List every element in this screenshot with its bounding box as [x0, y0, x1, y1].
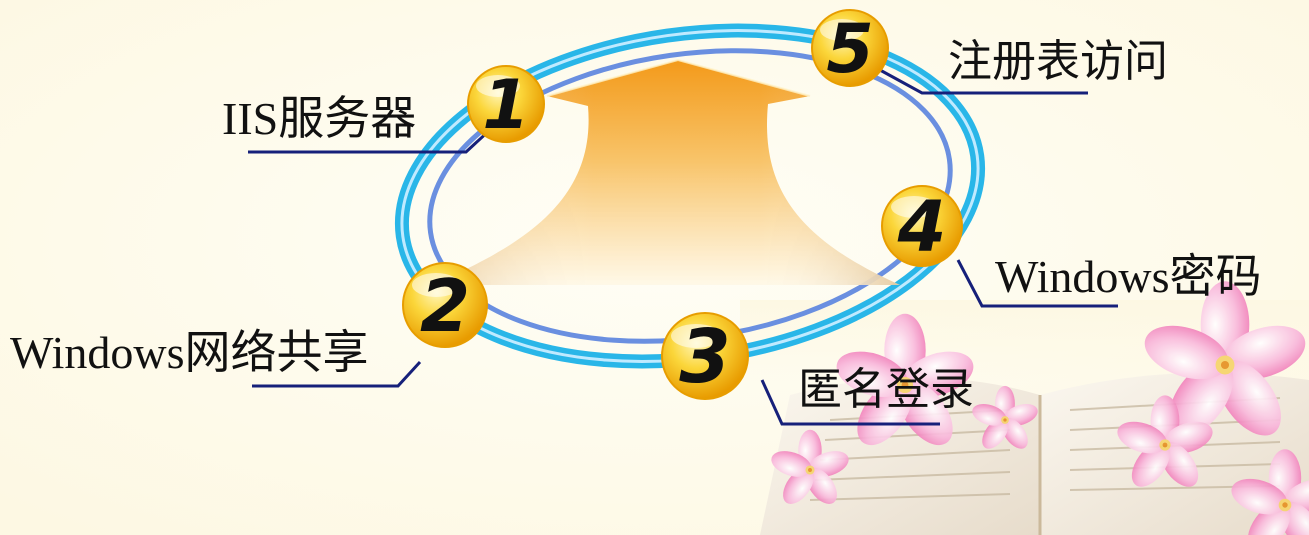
label-windows-password: Windows密码 [995, 251, 1262, 302]
connector-2 [252, 360, 422, 388]
badge-2 [402, 262, 488, 348]
badge-number-4: 4 [897, 186, 947, 268]
label-anonymous-login: 匿名登录 [798, 364, 974, 415]
badge-number-3: 3 [679, 314, 731, 400]
badge-number-1: 1 [482, 66, 529, 145]
badge-1 [467, 65, 545, 143]
label-iis-server: IIS服务器 [222, 93, 417, 144]
badge-number-2: 2 [420, 264, 470, 348]
connector-4 [956, 259, 1118, 308]
badge-5 [811, 9, 889, 87]
badge-4 [881, 185, 963, 267]
connector-5 [879, 68, 1088, 95]
connector-lines [248, 68, 1118, 426]
label-windows-network-share: Windows网络共享 [10, 327, 369, 378]
upward-arrow-icon [430, 58, 900, 285]
badge-number-5: 5 [826, 10, 873, 89]
badge-3 [661, 312, 749, 400]
label-registry-access: 注册表访问 [948, 36, 1168, 87]
connector-1 [248, 126, 494, 154]
connector-3 [760, 379, 940, 426]
